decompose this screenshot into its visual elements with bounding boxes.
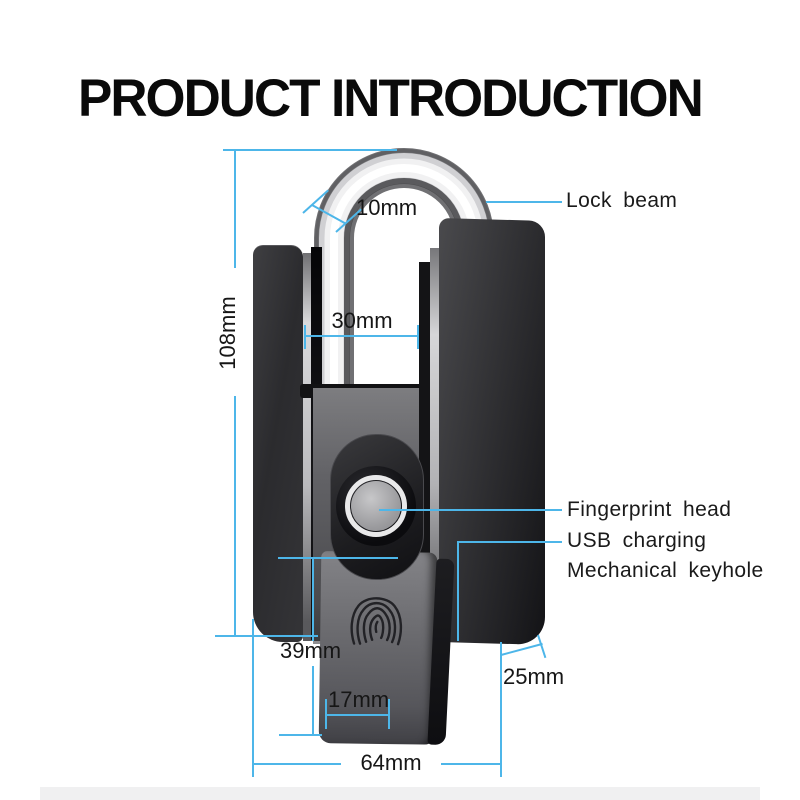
lock-body-right-wing [439,218,545,645]
dim-30mm-line [305,335,419,337]
dim-39mm-line-lower [312,666,314,736]
bottom-section-divider [40,787,760,800]
dim-30mm-right-tick [417,325,419,349]
callout-fingerprint-head-line [379,509,562,511]
fingerprint-sensor-ring [345,475,407,537]
dim-17mm-left-tick [325,699,327,729]
callout-lock-beam-label: Lock beam [566,189,678,212]
dim-39mm-bottom-tick [279,734,322,736]
dim-108mm-bottom-tick [215,635,318,637]
dim-108mm-line-upper [234,149,236,268]
callout-usb-charging-elbow [457,541,459,641]
dim-64mm-line-left [253,763,341,765]
right-wing-inner-face [419,262,430,641]
dim-39mm-top-ref [278,557,398,559]
left-wing-silver-edge [303,253,313,641]
dim-108mm-label: 108mm [215,296,240,370]
dim-64mm-label: 64mm [360,750,422,775]
dim-108mm-line-lower [234,396,236,637]
dim-10mm-label: 10mm [356,195,418,220]
dim-25mm-extension-line [500,642,502,777]
dim-30mm-left-tick [304,325,306,349]
dim-39mm-line-upper [312,557,314,641]
callout-usb-charging-line [457,541,562,543]
callout-usb-charging-label: USB charging [567,529,707,552]
usb-cover-flap [318,551,455,745]
lock-body-left-wing [253,245,303,642]
dim-30mm-label: 30mm [331,308,393,333]
callout-mechanical-keyhole-label: Mechanical keyhole [567,559,764,582]
callout-lock-beam-line [486,201,562,203]
dim-25mm-label: 25mm [503,664,565,689]
fingerprint-icon [350,597,403,646]
dim-17mm-right-tick [388,699,390,729]
dim-108mm-top-tick [223,149,397,151]
dim-64mm-left-tick [252,619,254,777]
dim-17mm-line [326,714,390,716]
callout-fingerprint-head-label: Fingerprint head [567,498,732,521]
dim-64mm-line-right [441,763,501,765]
page-title: PRODUCT INTRODUCTION [78,69,704,128]
dim-39mm-label: 39mm [280,638,342,663]
right-wing-silver-edge [430,248,439,641]
dim-17mm-label: 17mm [328,687,390,712]
